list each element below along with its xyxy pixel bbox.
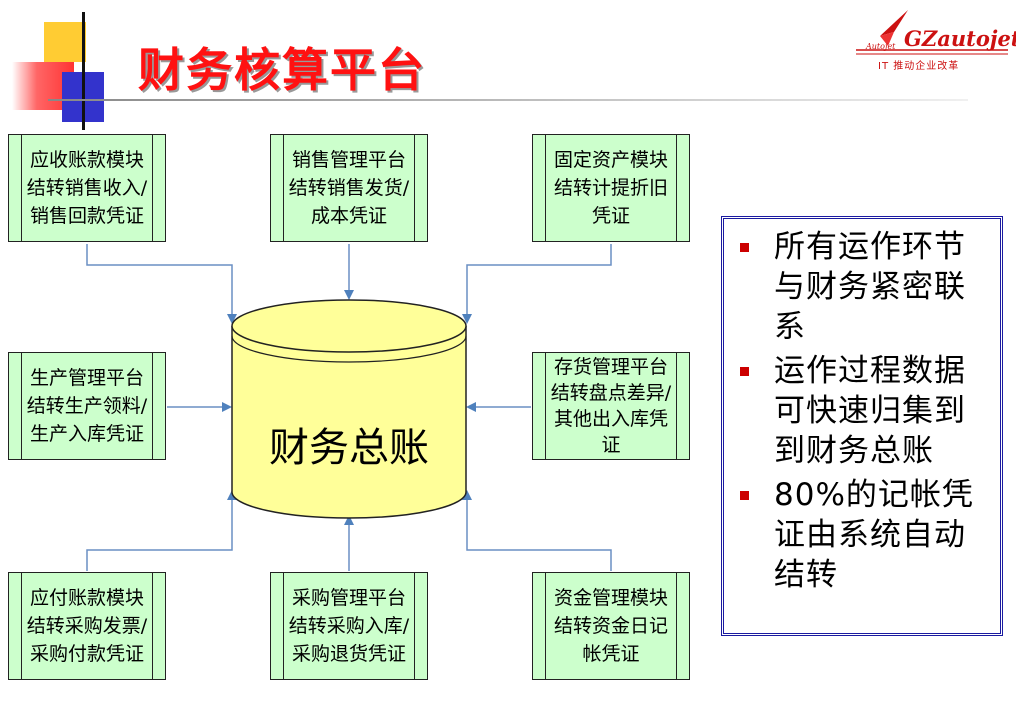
note-text: 所有运作环节与财务紧密联系	[774, 229, 966, 345]
module-box-purchase: 采购管理平台 结转采购入库/ 采购退货凭证	[270, 572, 428, 680]
module-line: 结转销售发货/	[288, 177, 410, 199]
module-line: 应收账款模块	[29, 149, 144, 171]
module-line: 生产管理平台	[29, 367, 144, 389]
module-line: 结转盘点差异/	[550, 382, 672, 404]
module-line: 销售管理平台	[291, 149, 406, 171]
module-line: 结转计提折旧	[553, 177, 668, 199]
module-box-production: 生产管理平台 结转生产领料/ 生产入库凭证	[8, 352, 166, 460]
decor-yellow-square	[44, 22, 86, 62]
module-line: 结转生产领料/	[26, 395, 148, 417]
logo-graphic	[856, 10, 1008, 55]
notes-list: 所有运作环节与财务紧密联系 运作过程数据可快速归集到到财务总账 80%的记帐凭证…	[738, 227, 994, 599]
module-box-sales: 销售管理平台 结转销售发货/ 成本凭证	[270, 134, 428, 242]
module-line: 销售回款凭证	[29, 205, 144, 227]
module-line: 帐凭证	[582, 643, 640, 665]
module-line: 证	[601, 434, 621, 456]
module-line: 结转资金日记	[553, 615, 668, 637]
module-line: 成本凭证	[310, 205, 387, 227]
module-box-funds: 资金管理模块 结转资金日记 帐凭证	[532, 572, 690, 680]
connector-fixed	[462, 244, 612, 324]
module-line: 采购退货凭证	[291, 643, 406, 665]
module-box-ar: 应收账款模块 结转销售收入/ 销售回款凭证	[8, 134, 166, 242]
module-line: 存货管理平台	[553, 356, 668, 378]
note-text: 80%的记帐凭证由系统自动结转	[774, 477, 974, 593]
database-cylinder	[231, 299, 467, 519]
square-bullet-icon	[740, 243, 749, 252]
note-item: 80%的记帐凭证由系统自动结转	[738, 475, 994, 595]
logo-name: GZautojet	[904, 26, 1016, 51]
module-line: 凭证	[591, 205, 630, 227]
module-line: 其他出入库凭	[553, 408, 668, 430]
note-text: 运作过程数据可快速归集到到财务总账	[774, 353, 966, 469]
module-line: 结转销售收入/	[26, 177, 148, 199]
connector-ap	[86, 490, 237, 571]
module-line: 生产入库凭证	[29, 423, 144, 445]
database-label: 财务总账	[269, 425, 429, 471]
module-box-ap: 应付账款模块 结转采购发票/ 采购付款凭证	[8, 572, 166, 680]
note-item: 所有运作环节与财务紧密联系	[738, 227, 994, 347]
note-item: 运作过程数据可快速归集到到财务总账	[738, 351, 994, 471]
square-bullet-icon	[740, 491, 749, 500]
title-underline	[48, 99, 968, 101]
notes-panel: 所有运作环节与财务紧密联系 运作过程数据可快速归集到到财务总账 80%的记帐凭证…	[721, 216, 1003, 636]
module-line: 资金管理模块	[553, 587, 668, 609]
module-line: 结转采购发票/	[26, 615, 148, 637]
module-line: 应付账款模块	[29, 587, 144, 609]
module-line: 结转采购入库/	[288, 615, 410, 637]
module-line: 采购付款凭证	[29, 643, 144, 665]
connector-funds	[462, 490, 612, 571]
connector-ar	[86, 244, 237, 324]
module-box-fixed-assets: 固定资产模块 结转计提折旧 凭证	[532, 134, 690, 242]
module-line: 采购管理平台	[291, 587, 406, 609]
decor-vertical-line	[82, 12, 85, 130]
module-box-inventory: 存货管理平台 结转盘点差异/ 其他出入库凭 证	[532, 352, 690, 460]
logo-tagline: IT 推动企业改革	[878, 61, 960, 72]
page-title: 财务核算平台	[138, 43, 426, 97]
logo-small-text: Autojet	[866, 42, 896, 51]
square-bullet-icon	[740, 367, 749, 376]
module-line: 固定资产模块	[553, 149, 668, 171]
